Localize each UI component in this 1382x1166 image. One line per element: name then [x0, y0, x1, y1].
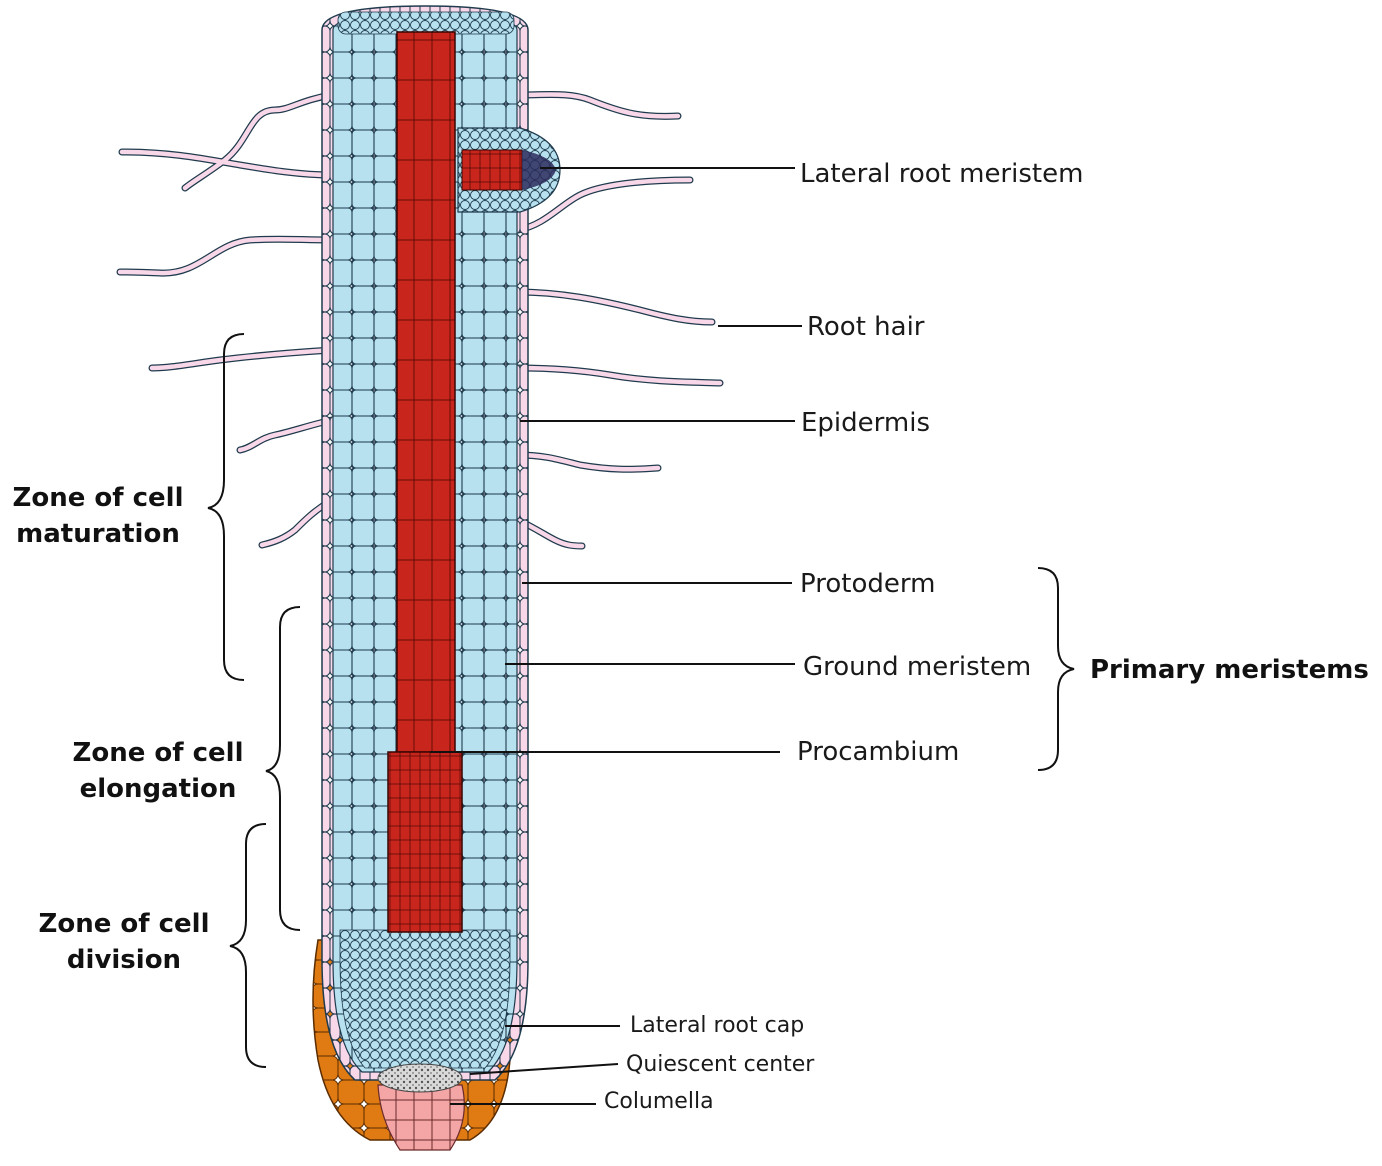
lateral-root-tissue	[457, 127, 561, 213]
label-lateral-root-cap: Lateral root cap	[630, 1013, 805, 1038]
quiescent-center-tissue	[377, 1063, 463, 1093]
zone-elongation: Zone of cell elongation	[68, 735, 248, 807]
zone-division-line2: division	[66, 945, 182, 975]
procambium-tissue	[387, 31, 463, 933]
label-quiescent-center: Quiescent center	[626, 1052, 815, 1077]
zone-maturation-line1: Zone of cell	[12, 483, 184, 513]
zone-elongation-line1: Zone of cell	[72, 738, 244, 768]
label-root-hair: Root hair	[807, 312, 925, 342]
label-columella: Columella	[604, 1089, 714, 1114]
zone-division: Zone of cell division	[34, 906, 214, 978]
label-lateral-root-meristem: Lateral root meristem	[800, 159, 1084, 189]
leader-lines	[430, 167, 802, 1105]
zone-maturation: Zone of cell maturation	[8, 480, 188, 552]
label-epidermis: Epidermis	[801, 408, 930, 438]
label-primary-meristems: Primary meristems	[1090, 655, 1369, 685]
zone-braces	[207, 333, 1075, 1068]
label-ground-meristem: Ground meristem	[803, 652, 1032, 682]
label-protoderm: Protoderm	[800, 569, 936, 599]
zone-elongation-line2: elongation	[79, 774, 237, 804]
columella-tissue	[377, 1084, 465, 1151]
zone-maturation-line2: maturation	[16, 519, 180, 549]
zone-division-line1: Zone of cell	[38, 909, 210, 939]
label-procambium: Procambium	[797, 737, 960, 767]
